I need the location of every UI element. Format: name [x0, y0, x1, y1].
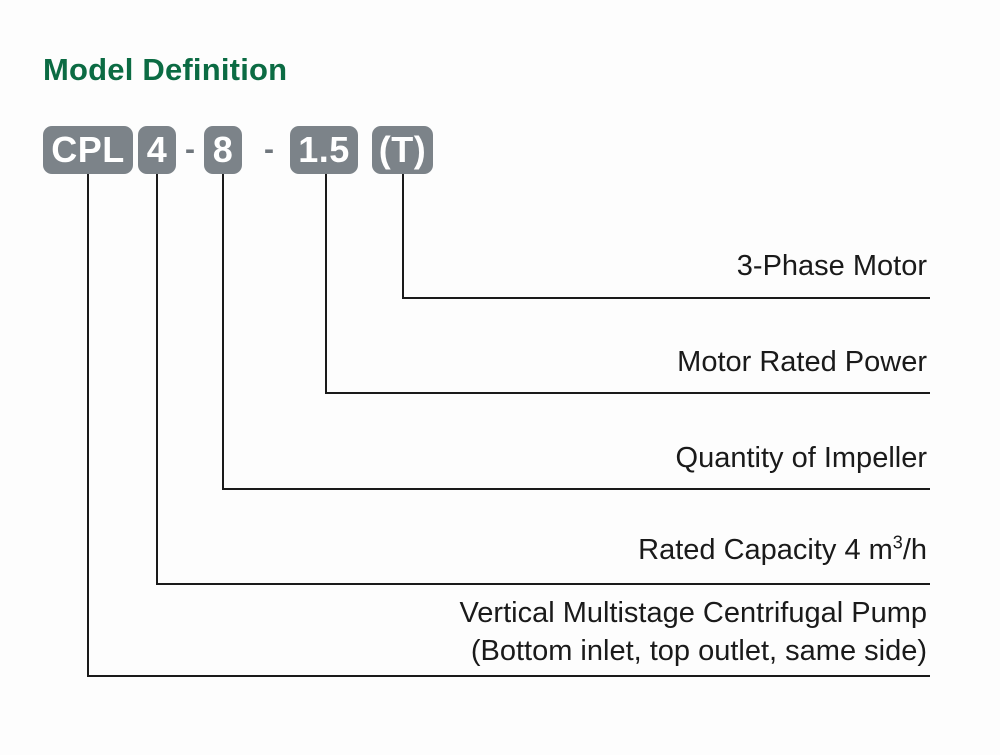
callout-label-capacity: Rated Capacity 4 m3/h: [638, 532, 927, 568]
leader-hline-phase: [402, 297, 930, 299]
separator-dash-2: -: [264, 133, 274, 166]
leader-vline-phase: [402, 174, 404, 299]
leader-vline-power: [325, 174, 327, 394]
capacity-text-post: /h: [902, 534, 927, 566]
leader-vline-stages: [222, 174, 224, 490]
leader-hline-series: [87, 675, 930, 677]
badge-phase[interactable]: (T): [372, 126, 433, 174]
leader-hline-stages: [222, 488, 930, 490]
series-text-line1: Vertical Multistage Centrifugal Pump: [459, 597, 927, 629]
capacity-text-pre: Rated Capacity 4 m: [638, 534, 893, 566]
series-text-line2: (Bottom inlet, top outlet, same side): [470, 635, 927, 667]
badge-capacity[interactable]: 4: [138, 126, 176, 174]
separator-dash-1: -: [185, 133, 195, 166]
badge-series[interactable]: CPL: [43, 126, 133, 174]
callout-label-power: Motor Rated Power: [677, 346, 927, 378]
leader-hline-capacity: [156, 583, 930, 585]
capacity-superscript: 3: [892, 532, 903, 553]
leader-vline-series: [87, 174, 89, 677]
callout-label-phase: 3-Phase Motor: [736, 250, 927, 282]
callout-label-series: Vertical Multistage Centrifugal Pump (Bo…: [460, 594, 927, 670]
callout-label-stages: Quantity of Impeller: [675, 442, 927, 474]
badge-stages[interactable]: 8: [204, 126, 242, 174]
page-title: Model Definition: [43, 52, 288, 87]
leader-vline-capacity: [156, 174, 158, 585]
badge-power[interactable]: 1.5: [290, 126, 358, 174]
leader-hline-power: [325, 392, 930, 394]
